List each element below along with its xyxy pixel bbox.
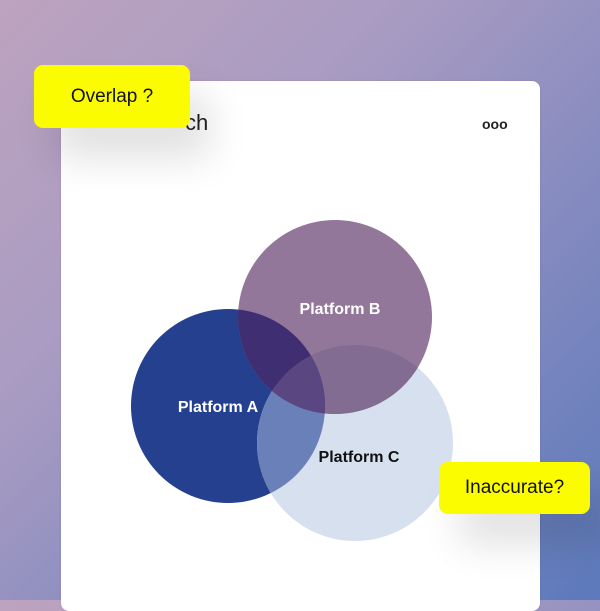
label-platform-b: Platform B xyxy=(300,301,381,318)
ellipsis-icon[interactable]: ooo xyxy=(482,116,508,132)
card-title: ch xyxy=(185,110,209,135)
label-platform-c: Platform C xyxy=(319,449,400,466)
overlap-a-b xyxy=(238,309,325,414)
inaccurate-annotation-text: Inaccurate? xyxy=(464,477,565,498)
label-platform-a: Platform A xyxy=(178,399,259,416)
inaccurate-annotation: Inaccurate? xyxy=(439,462,590,514)
overlap-annotation: Overlap ? xyxy=(34,65,190,128)
overlap-a-b-c xyxy=(257,345,325,414)
overlap-annotation-text: Overlap ? xyxy=(70,85,154,107)
